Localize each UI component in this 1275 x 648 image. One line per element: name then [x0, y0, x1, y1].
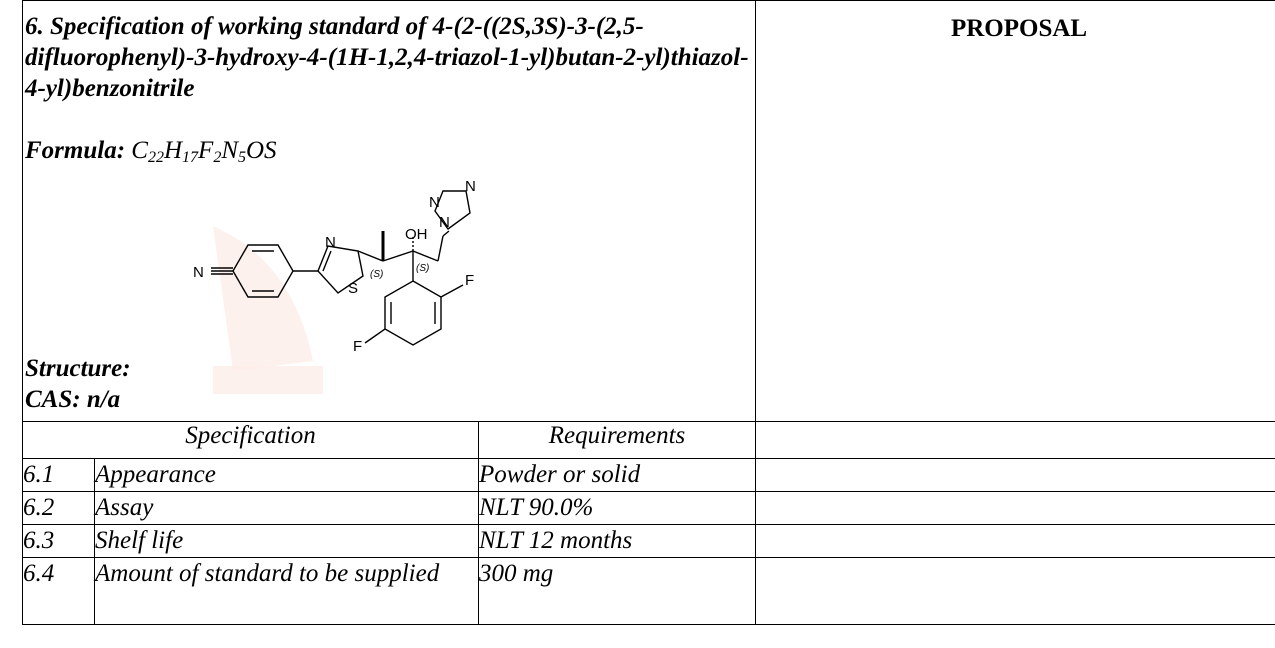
row-spec: Shelf life [94, 524, 479, 558]
formula-value: C22H17F2N5OS [131, 137, 277, 166]
proposal-title: PROPOSAL [950, 15, 1088, 42]
atom-label: N [465, 181, 476, 195]
atom-label: N [439, 214, 450, 231]
atom-label: F [465, 272, 474, 289]
proposal-input-cell[interactable] [755, 557, 1275, 625]
formula-label: Formula: [25, 137, 126, 164]
table-row: 6.4 Amount of standard to be supplied 30… [22, 557, 1275, 625]
req-header: Requirements [477, 421, 757, 459]
proposal-input-cell[interactable] [755, 524, 1275, 558]
row-spec: Amount of standard to be supplied [94, 557, 479, 625]
row-req: NLT 12 months [477, 524, 757, 558]
spec-sheet: 6. Specification of working standard of … [21, 0, 1275, 625]
proposal-input-cell[interactable] [755, 491, 1275, 525]
atom-label: F [353, 338, 362, 355]
row-number: 6.4 [22, 557, 95, 625]
atom-label: N [325, 234, 336, 251]
stereo-label: (S) [370, 269, 383, 280]
table-row: 6.2 Assay NLT 90.0% [22, 491, 1275, 525]
atom-label: N [429, 194, 440, 211]
row-number: 6.3 [22, 524, 95, 558]
row-req: NLT 90.0% [477, 491, 757, 525]
table-row: 6.3 Shelf life NLT 12 months [22, 524, 1275, 558]
table-header-row: Specification Requirements [22, 421, 1275, 459]
row-req: 300 mg [477, 557, 757, 625]
stereo-label: (S) [416, 263, 429, 274]
row-number: 6.2 [22, 491, 95, 525]
title-cell: 6. Specification of working standard of … [21, 0, 757, 422]
formula-line: Formula: C22H17F2N5OS [25, 135, 277, 173]
proposal-input-cell[interactable] [755, 458, 1275, 492]
spec-title: 6. Specification of working standard of … [25, 13, 749, 102]
structure-label: Structure: [25, 355, 131, 382]
atom-label: N [193, 264, 204, 281]
spec-header: Specification [22, 421, 479, 459]
cas-label: CAS: n/a [25, 386, 121, 413]
atom-label: S [348, 280, 358, 297]
chemical-structure: N N N N N S OH F F (S) (S) [193, 181, 476, 394]
proposal-input-cell[interactable] [755, 421, 1275, 459]
proposal-cell: PROPOSAL [755, 0, 1275, 422]
row-spec: Appearance [94, 458, 479, 492]
row-number: 6.1 [22, 458, 95, 492]
table-row: 6.1 Appearance Powder or solid [22, 458, 1275, 492]
spec-table: 6. Specification of working standard of … [21, 0, 1275, 625]
row-req: Powder or solid [477, 458, 757, 492]
atom-label: OH [405, 226, 428, 243]
row-spec: Assay [94, 491, 479, 525]
